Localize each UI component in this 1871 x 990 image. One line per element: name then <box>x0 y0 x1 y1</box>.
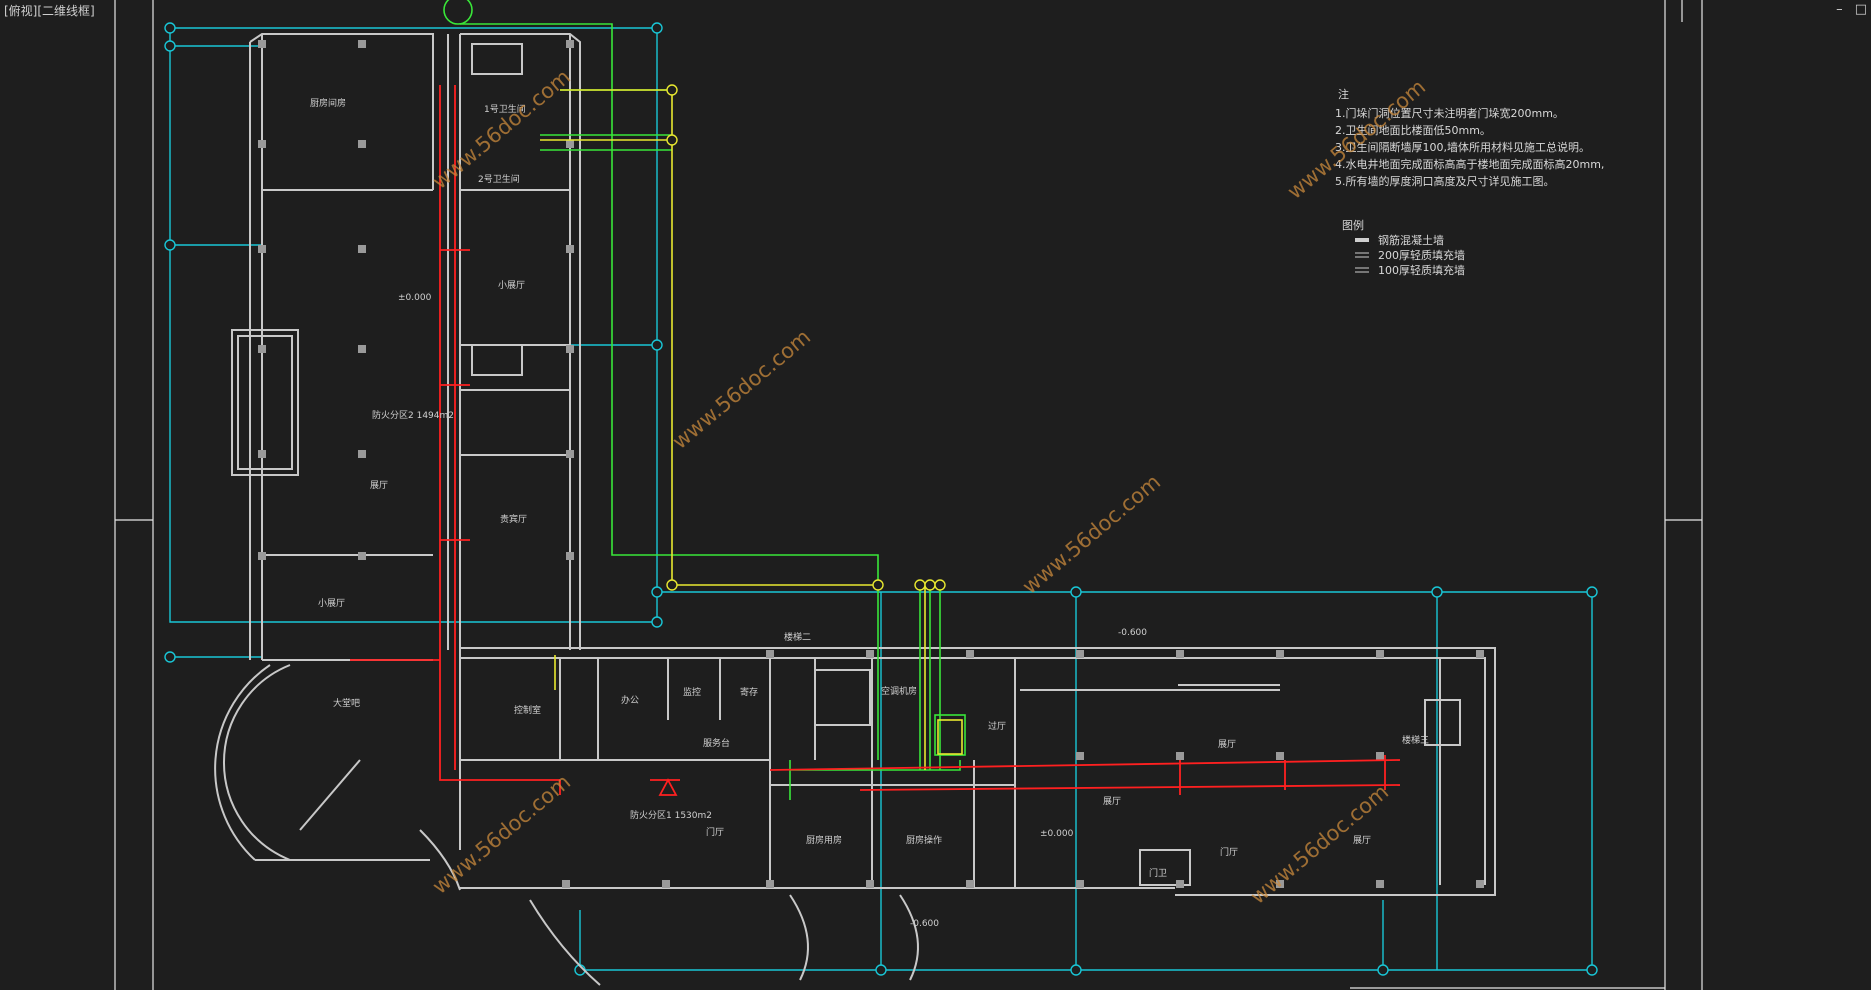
room-label: 1号卫生间 <box>484 103 526 115</box>
room-label: 门厅 <box>706 826 724 838</box>
room-labels: 厨房间房 1号卫生间 2号卫生间 小展厅 防火分区2 1494m2 展厅 贵宾厅… <box>310 97 1429 879</box>
legend-item: 100厚轻质填充墙 <box>1378 263 1465 277</box>
pipes-yellow <box>540 89 963 770</box>
room-label: 寄存 <box>740 686 758 698</box>
general-notes: 注 1.门垛门洞位置尺寸未注明者门垛宽200mm。 2.卫生间地面比楼面低50m… <box>1335 87 1604 188</box>
watermark: www.56doc.com <box>428 770 575 899</box>
room-label: 厨房操作 <box>906 834 942 846</box>
room-label: 展厅 <box>370 480 388 491</box>
room-label: 厨房用房 <box>806 834 842 846</box>
columns <box>258 40 1484 888</box>
room-label: 展厅 <box>1218 739 1236 750</box>
note-line: 2.卫生间地面比楼面低50mm。 <box>1335 123 1491 137</box>
room-label: 办公 <box>621 694 639 706</box>
pipes-green <box>460 23 966 800</box>
room-label: 空调机房 <box>881 685 917 697</box>
notes-heading: 注 <box>1338 87 1349 101</box>
room-label: 门卫 <box>1149 867 1167 879</box>
room-label: 2号卫生间 <box>478 173 520 185</box>
axis-bubbles <box>164 22 1598 976</box>
room-label: 门厅 <box>1220 846 1238 858</box>
level-mark: -0.600 <box>910 919 939 929</box>
level-marks: ±0.000 -0.600 ±0.000 -0.600 <box>398 293 1147 929</box>
level-mark: ±0.000 <box>1040 829 1074 839</box>
room-label: 大堂吧 <box>333 697 360 709</box>
watermark: www.56doc.com <box>1018 470 1165 599</box>
watermarks: www.56doc.com www.56doc.com www.56doc.co… <box>428 65 1430 909</box>
pipes-red <box>350 85 1401 796</box>
room-label: 控制室 <box>514 704 541 716</box>
room-label: 过厅 <box>988 720 1006 732</box>
watermark: www.56doc.com <box>668 325 815 454</box>
note-line: 3.卫生间隔断墙厚100,墙体所用材料见施工总说明。 <box>1335 140 1590 154</box>
room-label: 厨房间房 <box>310 97 346 109</box>
note-line: 1.门垛门洞位置尺寸未注明者门垛宽200mm。 <box>1335 106 1564 120</box>
sheet-frame <box>114 0 1703 990</box>
legend: 图例 钢筋混凝土墙 200厚轻质填充墙 100厚轻质填充墙 <box>1342 218 1465 277</box>
viewport-title[interactable]: [俯视][二维线框] <box>4 4 95 18</box>
room-label: 展厅 <box>1103 796 1121 807</box>
legend-swatch-concrete <box>1355 238 1369 242</box>
maximize-button[interactable]: □ <box>1854 2 1867 17</box>
legend-item: 200厚轻质填充墙 <box>1378 248 1465 262</box>
north-node <box>443 0 473 25</box>
room-label: 楼梯二 <box>784 631 811 643</box>
room-label: 贵宾厅 <box>500 513 527 525</box>
room-label: 展厅 <box>1353 835 1371 846</box>
legend-item: 钢筋混凝土墙 <box>1378 233 1444 247</box>
room-label: 防火分区2 1494m2 <box>372 409 454 421</box>
room-label: 监控 <box>683 686 701 698</box>
legend-heading: 图例 <box>1342 218 1364 232</box>
minimize-button[interactable]: – <box>1836 2 1843 17</box>
note-line: 4.水电井地面完成面标高高于楼地面完成面标高20mm, <box>1335 157 1604 171</box>
room-label: 楼梯三 <box>1402 734 1429 746</box>
note-line: 5.所有墙的厚度洞口高度及尺寸详见施工图。 <box>1335 174 1555 188</box>
pipe-nodes <box>666 84 946 591</box>
room-label: 服务台 <box>703 737 730 749</box>
room-label: 小展厅 <box>498 280 525 291</box>
level-mark: ±0.000 <box>398 293 432 303</box>
room-label: 小展厅 <box>318 598 345 609</box>
watermark: www.56doc.com <box>1246 780 1393 909</box>
room-label: 防火分区1 1530m2 <box>630 809 712 821</box>
level-mark: -0.600 <box>1118 628 1147 638</box>
window-controls: – □ <box>1828 2 1867 17</box>
